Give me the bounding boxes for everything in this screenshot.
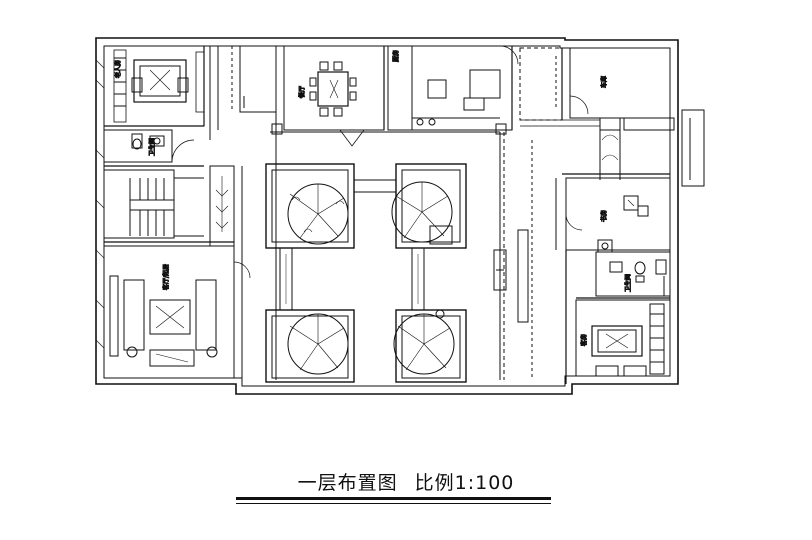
central-courtyard xyxy=(270,112,533,380)
staircase xyxy=(103,169,204,239)
room-label-bathroom-right: 卫生间 xyxy=(624,274,632,292)
room-label-elder-room: 老人房 xyxy=(114,60,122,78)
exterior-walls xyxy=(95,37,679,395)
bedroom-top-left xyxy=(103,45,205,127)
entrance-porch xyxy=(599,109,705,187)
tree-planter-top-right xyxy=(391,163,467,249)
room-label-study: 书房 xyxy=(600,210,608,222)
tree-planter-bottom-right xyxy=(393,309,467,383)
tree-planter-top-left xyxy=(265,163,355,249)
study-room xyxy=(555,177,671,251)
room-label-bathroom-left: 卫生间 xyxy=(148,138,156,156)
interior-partitions xyxy=(104,46,670,384)
living-room xyxy=(103,165,251,379)
caption-underline-thick xyxy=(236,497,551,500)
bathroom-left xyxy=(103,129,195,163)
room-label-dining: 餐厅 xyxy=(298,86,306,98)
courtyard-walkways xyxy=(279,179,425,311)
tree-planter-bottom-left xyxy=(265,309,355,383)
garage xyxy=(519,47,671,127)
drawing-caption: 一层布置图 比例1:100 xyxy=(0,468,812,495)
room-label-living: 客厅/起居 xyxy=(162,264,170,290)
caption-underline-thin xyxy=(236,503,551,504)
drawing-scale: 比例1:100 xyxy=(414,472,515,494)
room-label-garage: 车库 xyxy=(600,76,608,88)
kitchen xyxy=(387,45,519,131)
guest-bedroom xyxy=(575,299,671,377)
left-wall-hatch xyxy=(95,59,105,349)
upper-corridor xyxy=(209,45,277,140)
drawing-title: 一层布置图 xyxy=(297,472,398,494)
room-label-kitchen: 厨房 xyxy=(392,50,400,62)
room-label-guest: 客房 xyxy=(580,334,588,346)
bathroom-right xyxy=(595,239,671,297)
